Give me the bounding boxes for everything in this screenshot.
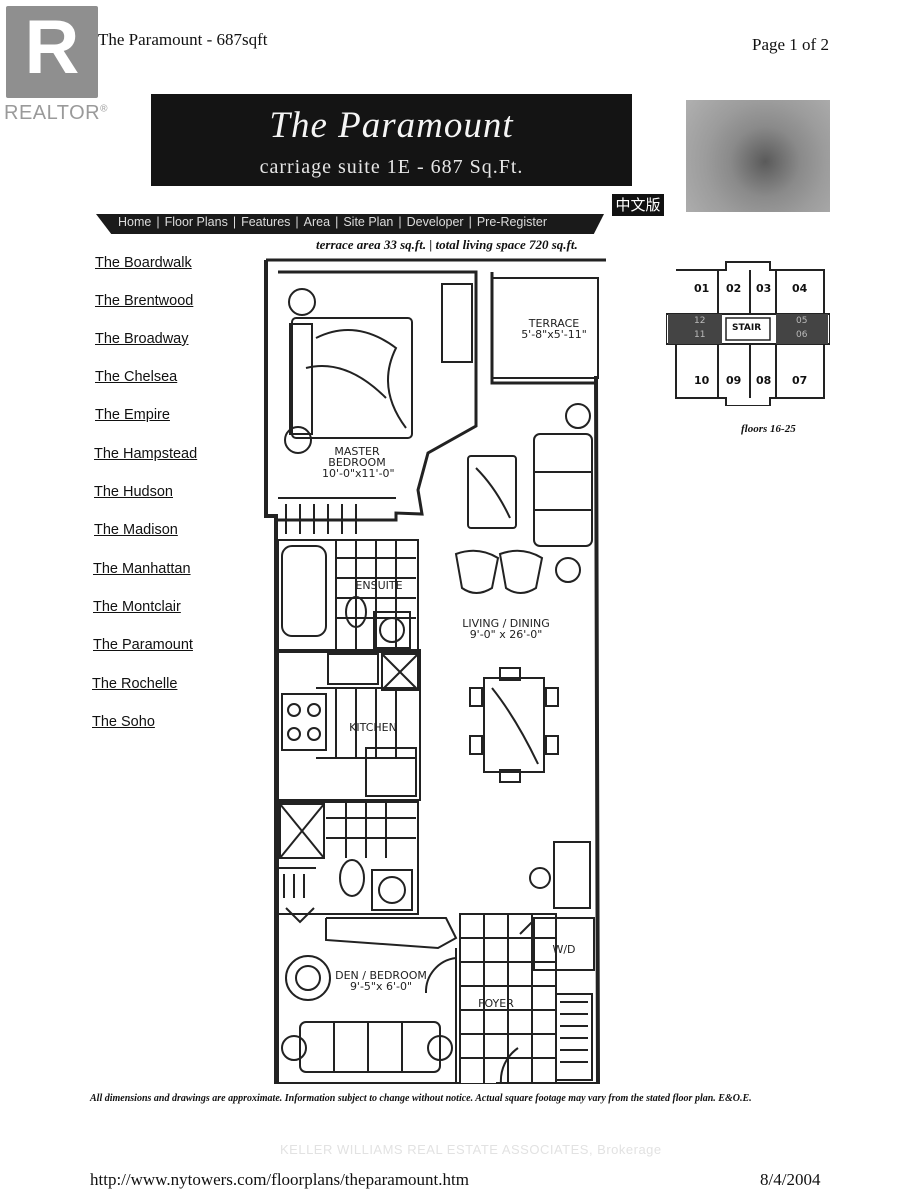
footer-date: 8/4/2004 [760,1170,821,1189]
unit-05: 05 [796,316,808,326]
disclaimer: All dimensions and drawings are approxim… [90,1093,752,1104]
wd-label: W/D [552,943,576,956]
unit-11: 11 [694,330,706,340]
chinese-version-link[interactable]: 中文版 [612,194,664,216]
unit-02: 02 [726,282,742,295]
sidebar-link-chelsea[interactable]: The Chelsea [95,369,178,385]
sidebar-link-manhattan[interactable]: The Manhattan [93,561,191,577]
nav-pre-register[interactable]: Pre-Register [476,215,548,229]
nav-separator: | [335,215,339,229]
sidebar-link-brentwood[interactable]: The Brentwood [95,293,194,309]
nav-home[interactable]: Home [118,215,152,229]
banner-title: The Paramount [269,105,514,146]
master-bedroom-name-1: MASTER [334,445,380,458]
ensuite-label: ENSUITE [355,579,403,592]
banner-subtitle: carriage suite 1E - 687 Sq.Ft. [259,156,524,178]
terrace-dimensions: 5'-8"x5'-11" [521,328,587,341]
floor-plan-drawing [264,258,606,1086]
den-bedroom-dimensions: 9'-5"x 6'-0" [349,980,413,993]
sidebar-link-rochelle[interactable]: The Rochelle [92,676,178,692]
master-bedroom-name-2: BEDROOM [328,456,386,469]
print-header-title: The Paramount - 687sqft [98,30,268,49]
nav-bar [96,214,604,234]
sidebar-link-soho[interactable]: The Soho [92,714,155,730]
nav-separator: | [468,215,472,229]
building-photo [686,100,830,212]
unit-12: 12 [694,316,706,326]
title-banner [151,94,632,186]
realtor-logo-letter: R [24,5,80,90]
nav-floor-plans[interactable]: Floor Plans [164,215,228,229]
key-plate-drawing [665,261,831,407]
nav-separator: | [232,215,237,229]
sidebar-link-madison[interactable]: The Madison [94,522,178,538]
footer-url: http://www.nytowers.com/floorplans/thepa… [90,1170,469,1189]
nav-separator: | [398,215,402,229]
unit-10: 10 [694,374,710,387]
kitchen-label: KITCHEN [349,721,397,734]
nav-separator: | [156,215,160,229]
unit-08: 08 [756,374,772,387]
brokerage-watermark: KELLER WILLIAMS REAL ESTATE ASSOCIATES, … [280,1142,662,1157]
key-plate: 01 02 03 04 10 09 08 07 12 11 05 06 STAI… [665,258,831,407]
nav-developer[interactable]: Developer [406,215,464,229]
nav-links: Home | Floor Plans | Features | Area | Site Plan… [118,215,547,229]
key-plate-caption: floors 16-25 [741,423,796,435]
unit-01: 01 [694,282,710,295]
unit-04: 04 [792,282,808,295]
realtor-logo [6,6,98,98]
nav-separator: | [295,215,299,229]
terrace-name: TERRACE [528,317,580,330]
nav-area[interactable]: Area [303,215,331,229]
core-label: STAIR [732,323,762,333]
realtor-logo-word: REALTOR® [4,102,108,125]
sidebar-link-broadway[interactable]: The Broadway [95,331,189,347]
nav-site-plan[interactable]: Site Plan [343,215,394,229]
unit-07: 07 [792,374,808,387]
master-bedroom-dimensions: 10'-0"x11'-0" [322,467,395,480]
sidebar-link-paramount[interactable]: The Paramount [93,637,193,653]
sidebar-link-montclair[interactable]: The Montclair [93,599,181,615]
registered-mark: ® [100,103,108,115]
den-bedroom-name: DEN / BEDROOM [335,969,427,982]
realtor-word: REALTOR [4,102,101,124]
nav-features[interactable]: Features [241,215,291,229]
sidebar-link-hampstead[interactable]: The Hampstead [94,446,198,462]
area-summary: terrace area 33 sq.ft. | total living sp… [316,237,578,252]
sidebar-link-empire[interactable]: The Empire [95,407,170,423]
unit-06: 06 [796,330,808,340]
unit-09: 09 [726,374,742,387]
unit-03: 03 [756,282,772,295]
sidebar-link-hudson[interactable]: The Hudson [94,484,173,500]
foyer-label: FOYER [478,997,514,1010]
living-dining-dimensions: 9'-0" x 26'-0" [469,628,543,641]
sidebar-link-boardwalk[interactable]: The Boardwalk [95,255,192,271]
living-dining-name: LIVING / DINING [462,617,550,630]
print-page-number: Page 1 of 2 [752,35,829,54]
